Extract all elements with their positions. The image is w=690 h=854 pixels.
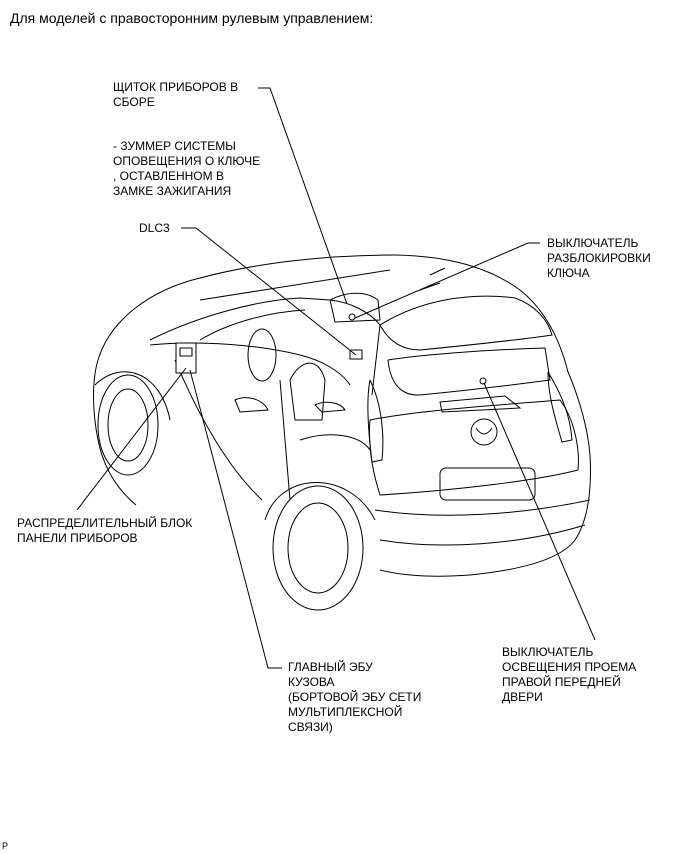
unlock-switch-part (348, 313, 356, 321)
label-instrument-cluster: ЩИТОК ПРИБОРОВ В СБОРЕ (113, 80, 239, 109)
label-unlock-switch: ВЫКЛЮЧАТЕЛЬ РАЗБЛОКИРОВКИ КЛЮЧА (547, 236, 651, 280)
leader-lines (76, 87, 596, 669)
label-junction-block: РАСПРЕДЕЛИТЕЛЬНЫЙ БЛОК ПАНЕЛИ ПРИБОРОВ (17, 516, 193, 545)
page-title: Для моделей с правосторонним рулевым упр… (10, 10, 374, 26)
label-key-buzzer: - ЗУММЕР СИСТЕМЫ ОПОВЕЩЕНИЯ О КЛЮЧЕ , ОС… (113, 139, 261, 198)
label-main-body-ecu: ГЛАВНЫЙ ЭБУ КУЗОВА (БОРТОВОЙ ЭБУ СЕТИ МУ… (288, 660, 422, 734)
car-outline (93, 254, 591, 611)
footer-code: P (2, 841, 9, 851)
courtesy-switch-part (479, 377, 487, 385)
junction-block-part (175, 342, 197, 374)
label-courtesy-switch: ВЫКЛЮЧАТЕЛЬ ОСВЕЩЕНИЯ ПРОЕМА ПРАВОЙ ПЕРЕ… (502, 645, 637, 704)
label-dlc3: DLC3 (139, 221, 170, 235)
